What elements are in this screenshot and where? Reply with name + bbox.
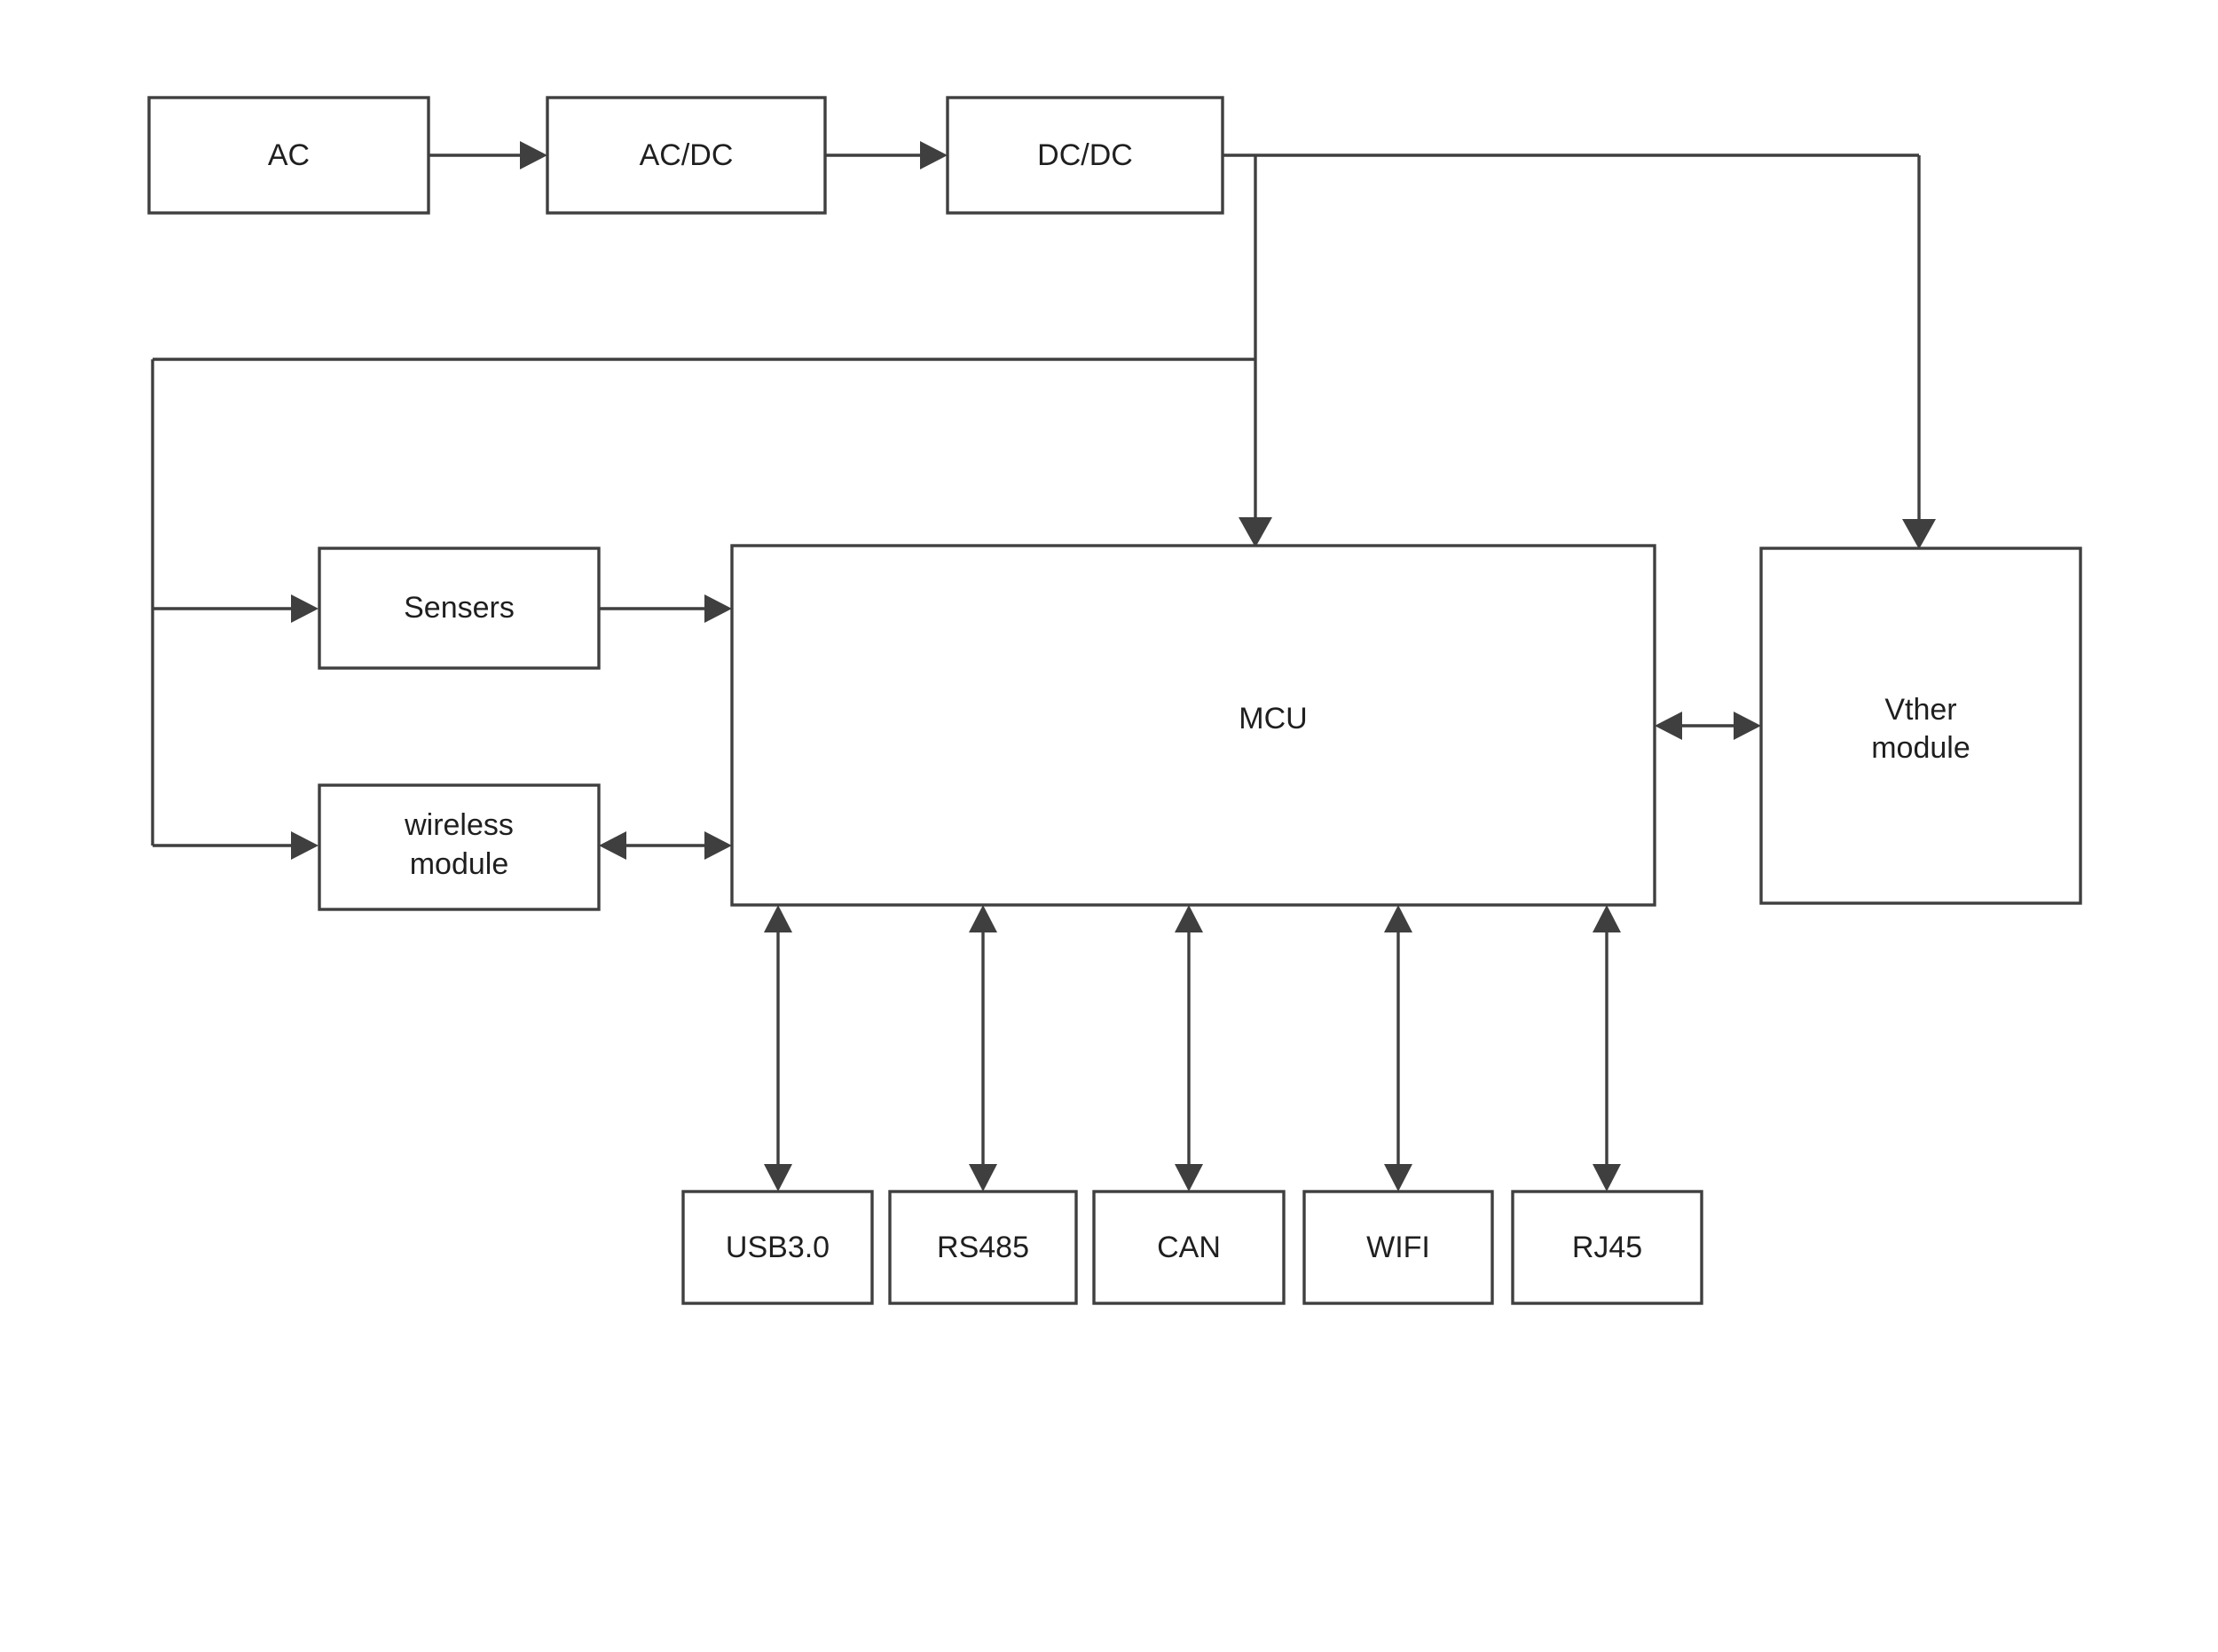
block-ac[interactable]: AC bbox=[147, 96, 430, 215]
block-can[interactable]: CAN bbox=[1092, 1190, 1286, 1305]
connection-wireless-to-mcu bbox=[599, 831, 732, 860]
block-vther-module-label-line2: module bbox=[1871, 731, 1970, 765]
block-rj45[interactable]: RJ45 bbox=[1511, 1190, 1703, 1305]
block-ac-dc[interactable]: AC/DC bbox=[546, 96, 827, 215]
connection-ac-to-acdc bbox=[429, 141, 547, 169]
block-wifi-label: WIFI bbox=[1366, 1231, 1430, 1264]
block-sensers[interactable]: Sensers bbox=[318, 547, 601, 670]
connection-power-to-sensers bbox=[153, 594, 319, 623]
block-wireless-module-label-line2: module bbox=[410, 847, 509, 881]
connection-mcu-to-rs485 bbox=[969, 905, 997, 1192]
block-mcu-label: MCU bbox=[1239, 702, 1307, 736]
connection-mcu-to-wifi bbox=[1384, 905, 1412, 1192]
block-vther-module[interactable]: Vther module bbox=[1759, 547, 2082, 905]
connection-mcu-to-vther bbox=[1655, 712, 1761, 740]
block-dc-dc-label: DC/DC bbox=[1037, 138, 1133, 172]
connection-dcdc-to-vther bbox=[1902, 155, 1936, 549]
block-ac-dc-label: AC/DC bbox=[640, 138, 734, 172]
block-rs485-label: RS485 bbox=[937, 1231, 1029, 1264]
block-sensers-label: Sensers bbox=[404, 591, 515, 625]
block-dc-dc[interactable]: DC/DC bbox=[946, 96, 1224, 215]
block-ac-label: AC bbox=[268, 138, 310, 172]
connection-mcu-to-usb bbox=[764, 905, 792, 1192]
block-rj45-label: RJ45 bbox=[1572, 1231, 1642, 1264]
connection-sensers-to-mcu bbox=[599, 594, 732, 623]
block-can-label: CAN bbox=[1157, 1231, 1221, 1264]
connection-power-rail-left bbox=[151, 358, 1255, 846]
block-vther-module-label-line1: Vther bbox=[1884, 693, 1956, 727]
connection-mcu-to-rj45 bbox=[1593, 905, 1621, 1192]
block-wifi[interactable]: WIFI bbox=[1302, 1190, 1494, 1305]
connection-dcdc-to-mcu bbox=[1239, 155, 1272, 547]
block-rs485[interactable]: RS485 bbox=[888, 1190, 1078, 1305]
block-mcu[interactable]: MCU bbox=[730, 544, 1656, 907]
connection-mcu-to-can bbox=[1175, 905, 1203, 1192]
connection-acdc-to-dcdc bbox=[825, 141, 948, 169]
block-usb3[interactable]: USB3.0 bbox=[681, 1190, 874, 1305]
block-usb3-label: USB3.0 bbox=[726, 1231, 830, 1264]
block-wireless-module[interactable]: wireless module bbox=[318, 783, 601, 911]
connection-power-to-wireless bbox=[153, 831, 319, 860]
block-wireless-module-label-line1: wireless bbox=[404, 808, 514, 842]
